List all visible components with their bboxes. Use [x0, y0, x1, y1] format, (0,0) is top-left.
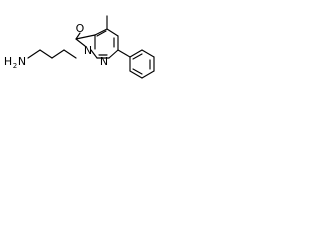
bond-n-c1 [27, 49, 41, 59]
oxygen-label: O [76, 22, 85, 35]
phenyl-attachment-bond [117, 49, 131, 58]
ring-bond-3 [108, 49, 119, 59]
phenyl-double-3 [132, 68, 143, 75]
bond-c3-o [63, 49, 77, 59]
amine-subscript-label: 2 [13, 62, 17, 70]
amine-h-label: H [4, 55, 12, 68]
ring-bond-1 [75, 38, 86, 47]
phenyl-bond-1 [129, 49, 143, 58]
molecule-canvas: O N N H 2 N [0, 0, 158, 92]
ring-bond-6 [94, 28, 108, 36]
nitrogen-label-1: N [84, 44, 92, 57]
structure-diagram: O N N H 2 N [4, 15, 155, 79]
amine-n-label: N [18, 55, 26, 68]
ring-bond-2 [90, 49, 98, 59]
ring-double-3 [96, 30, 107, 37]
bond-o-ring [75, 32, 81, 40]
phenyl-bond-5 [129, 70, 143, 79]
bond-c2-c3 [51, 49, 65, 59]
nitrogen-label-2: N [100, 55, 108, 68]
phenyl-double-1 [132, 53, 143, 60]
phenyl-bond-4 [141, 70, 155, 79]
phenyl-bond-2 [141, 49, 155, 58]
ring-bond-8 [75, 34, 96, 40]
ring-bond-5 [106, 28, 119, 37]
bond-c1-c2 [39, 49, 53, 59]
